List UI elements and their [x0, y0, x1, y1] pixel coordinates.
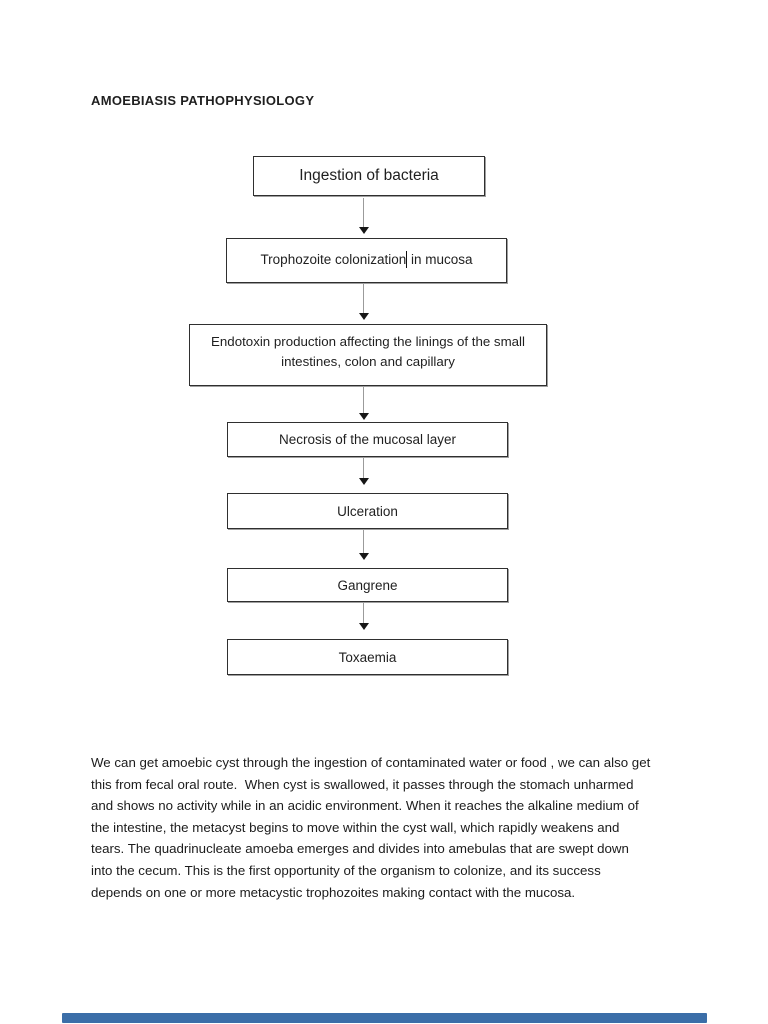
flow-node-gangrene: Gangrene — [227, 568, 508, 602]
paragraph-line: depends on one or more metacystic tropho… — [91, 884, 576, 900]
down-arrow-icon — [359, 284, 369, 320]
flow-node-label: Toxaemia — [338, 649, 397, 665]
down-arrow-icon — [359, 603, 369, 630]
page-title: AMOEBIASIS PATHOPHYSIOLOGY — [91, 93, 315, 108]
flow-node-ulceration: Ulceration — [227, 493, 508, 529]
body-paragraph: We can get amoebic cyst through the inge… — [91, 752, 706, 903]
arrow-head — [359, 227, 369, 234]
arrow-shaft — [363, 387, 364, 414]
flow-node-trophozoite[interactable]: Trophozoite colonization in mucosa — [226, 238, 507, 283]
flow-node-label-line2: intestines, colon and capillary — [281, 354, 455, 369]
arrow-head — [359, 413, 369, 420]
flow-node-ingestion: Ingestion of bacteria — [253, 156, 485, 196]
text-cursor — [406, 251, 408, 268]
paragraph-line: We can get amoebic cyst through the inge… — [91, 755, 651, 770]
paragraph-line: tears. The quadrinucleate amoeba emerges… — [91, 841, 629, 857]
down-arrow-icon — [359, 458, 369, 485]
down-arrow-icon — [359, 530, 369, 560]
arrow-head — [359, 623, 369, 630]
paragraph-line: into the cecum. This is the first opport… — [91, 862, 601, 878]
arrow-shaft — [363, 603, 364, 624]
arrow-head — [359, 478, 369, 485]
arrow-shaft — [363, 458, 364, 479]
arrow-head — [359, 553, 369, 560]
down-arrow-icon — [359, 387, 369, 420]
paragraph-line: this from fecal oral route. When cyst is… — [91, 776, 634, 792]
horizontal-scrollbar[interactable] — [62, 1013, 707, 1023]
flow-node-label: Ingestion of bacteria — [299, 167, 439, 184]
arrow-head — [359, 313, 369, 320]
flow-node-toxaemia: Toxaemia — [227, 639, 508, 675]
text-before-cursor: Trophozoite colonization — [260, 252, 407, 268]
text-after-cursor: in mucosa — [407, 252, 473, 268]
down-arrow-icon — [359, 198, 369, 234]
flow-node-label: Trophozoite colonization in mucosa — [260, 251, 473, 269]
flow-node-label: Gangrene — [337, 577, 398, 593]
arrow-shaft — [363, 198, 364, 228]
arrow-shaft — [363, 284, 364, 314]
flow-node-label: Necrosis of the mucosal layer — [278, 432, 457, 447]
paragraph-line: and shows no activity while in an acidic… — [91, 798, 639, 814]
arrow-shaft — [363, 530, 364, 554]
flow-node-label: Ulceration — [337, 503, 398, 519]
flow-node-endotoxin: Endotoxin production affecting the linin… — [189, 324, 547, 386]
flow-node-label-line1: Endotoxin production affecting the linin… — [211, 334, 525, 349]
flow-node-necrosis: Necrosis of the mucosal layer — [227, 422, 508, 457]
paragraph-line: the intestine, the metacyst begins to mo… — [91, 819, 620, 835]
